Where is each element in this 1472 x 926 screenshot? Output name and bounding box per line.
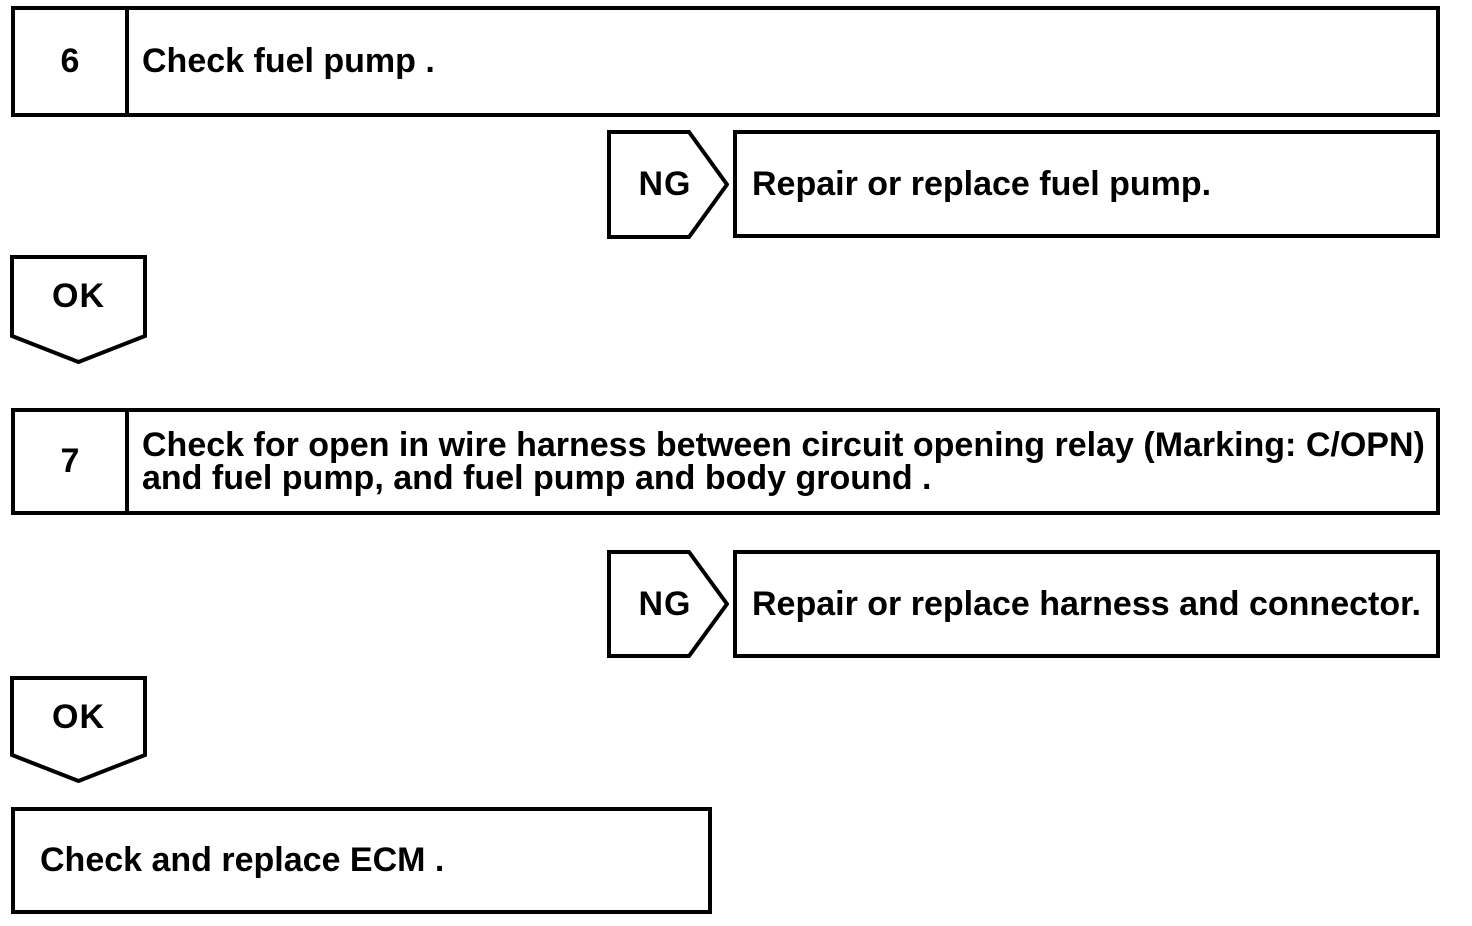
step-7-text-line-1: Check for open in wire harness between c… [142, 425, 1425, 464]
step-7-text: Check for open in wire harness between c… [129, 425, 1435, 497]
result-2-text: Repair or replace harness and connector. [752, 584, 1421, 623]
ok-2-label: OK [52, 697, 105, 736]
ng-arrow-1: NG [607, 130, 729, 239]
result-1-text: Repair or replace fuel pump. [752, 164, 1212, 203]
ng-arrow-shape [607, 550, 729, 658]
final-text: Check and replace ECM . [40, 841, 445, 879]
step-7-box: 7 Check for open in wire harness between… [11, 408, 1440, 515]
result-1-box: Repair or replace fuel pump. [733, 130, 1440, 238]
result-2-box: Repair or replace harness and connector. [733, 550, 1440, 658]
step-7-number: 7 [15, 412, 129, 511]
ng-arrow-2: NG [607, 550, 729, 658]
final-box: Check and replace ECM . [11, 807, 712, 914]
step-6-number: 6 [15, 10, 129, 113]
ok-arrow-shape [10, 255, 147, 364]
ok-arrow-2: OK [10, 676, 147, 783]
ng-2-label: NG [638, 584, 692, 623]
step-6-box: 6 Check fuel pump . [11, 6, 1440, 117]
ok-1-label: OK [52, 276, 105, 315]
step-7-text-line-2: and fuel pump, and fuel pump and body gr… [142, 458, 932, 497]
ng-1-label: NG [638, 165, 692, 203]
ng-arrow-shape [607, 130, 729, 239]
ok-arrow-shape [10, 676, 147, 783]
step-6-text: Check fuel pump . [142, 42, 435, 80]
ok-arrow-1: OK [10, 255, 147, 364]
